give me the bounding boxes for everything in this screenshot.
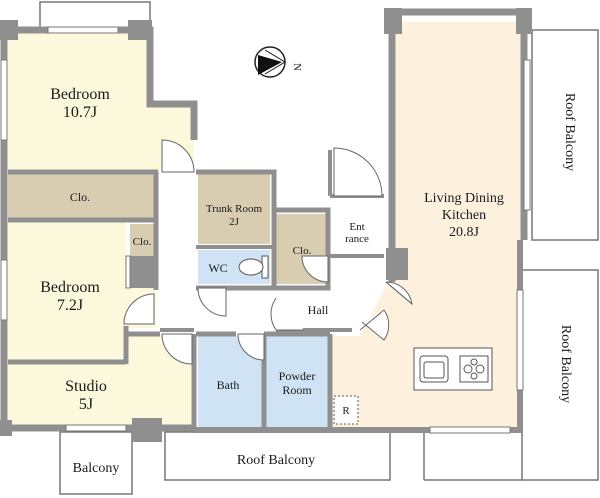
door-swing bbox=[237, 333, 265, 361]
wall-column bbox=[132, 418, 162, 442]
windows bbox=[0, 26, 531, 434]
right-top-balcony bbox=[531, 29, 599, 241]
compass-needle bbox=[258, 55, 282, 75]
burner bbox=[470, 358, 478, 366]
wall-column bbox=[126, 256, 158, 288]
compass-arrow bbox=[264, 49, 286, 75]
wall-column bbox=[516, 8, 532, 34]
closet-main-label: Clo. bbox=[70, 190, 90, 204]
bedroom-2-floor bbox=[8, 222, 156, 360]
entrance-label-2: rance bbox=[345, 233, 369, 245]
wall-column bbox=[0, 20, 18, 40]
toilet-bowl bbox=[238, 258, 264, 276]
wc-label: WC bbox=[208, 261, 227, 275]
door-swing bbox=[301, 255, 329, 283]
entrance-door-swing bbox=[333, 147, 383, 197]
closet-entry-label: Clo. bbox=[293, 245, 312, 257]
top-left-balcony bbox=[39, 1, 151, 31]
refrigerator-label: R bbox=[342, 405, 350, 417]
refrigerator-space bbox=[333, 395, 359, 425]
window bbox=[65, 424, 127, 432]
door-swing bbox=[270, 297, 304, 331]
hall-label: Hall bbox=[308, 303, 329, 317]
studio-size: 5J bbox=[79, 396, 93, 413]
door-swing bbox=[361, 309, 390, 341]
bedroom-2-name: Bedroom bbox=[40, 279, 100, 296]
balcony-right-bottom-label: Roof Balcony bbox=[558, 325, 573, 403]
doors bbox=[123, 139, 413, 365]
burner bbox=[470, 372, 478, 380]
room-labels: Bedroom 10.7J Clo. Clo. Bedroom 7.2J Stu… bbox=[40, 86, 504, 417]
burner bbox=[463, 364, 473, 374]
door-leaf bbox=[359, 309, 385, 331]
sliding-door bbox=[125, 255, 131, 289]
bedroom-1-name: Bedroom bbox=[50, 86, 110, 103]
bottom-left-balcony bbox=[59, 431, 133, 495]
wall-column bbox=[128, 20, 152, 40]
balcony-labels: Balcony Roof Balcony Roof Balcony Roof B… bbox=[73, 93, 577, 476]
window bbox=[0, 59, 8, 141]
wall-column bbox=[0, 420, 12, 436]
wall-column bbox=[386, 248, 408, 280]
entrance-label-1: Ent bbox=[349, 221, 364, 233]
studio-name: Studio bbox=[65, 378, 107, 395]
powder-room-floor bbox=[266, 336, 328, 428]
burner bbox=[475, 364, 485, 374]
window bbox=[516, 289, 524, 391]
balcony-bottom-left-label: Balcony bbox=[73, 461, 120, 476]
sink-basin bbox=[423, 361, 445, 379]
bath-label: Bath bbox=[217, 378, 240, 392]
closet-small-label: Clo. bbox=[133, 236, 152, 248]
wall-column bbox=[384, 8, 402, 34]
ldk-name-2: Kitchen bbox=[442, 208, 486, 223]
bedroom-2-size: 7.2J bbox=[57, 297, 83, 314]
partition bbox=[196, 169, 277, 291]
ldk-size: 20.8J bbox=[449, 225, 480, 240]
window bbox=[0, 259, 8, 321]
toilet-icon bbox=[238, 255, 269, 279]
door-swing bbox=[197, 287, 227, 317]
door-leaf bbox=[385, 281, 413, 305]
powder-room-label-1: Powder bbox=[279, 369, 316, 383]
studio-floor bbox=[8, 336, 194, 426]
trunk-room-size: 2J bbox=[229, 216, 240, 228]
kitchen-counter bbox=[413, 347, 493, 391]
partition bbox=[274, 207, 331, 291]
closet-main-floor bbox=[8, 174, 154, 218]
window bbox=[523, 59, 531, 211]
compass-label: N bbox=[291, 63, 303, 71]
window bbox=[47, 26, 119, 34]
stove-icon bbox=[459, 355, 489, 383]
ldk-name-1: Living Dining bbox=[424, 191, 504, 206]
compass: N bbox=[254, 46, 303, 78]
door-swing bbox=[123, 293, 155, 325]
closet-small-floor bbox=[130, 224, 154, 256]
powder-room-label-2: Room bbox=[282, 383, 312, 397]
window bbox=[429, 426, 511, 434]
trunk-room-name: Trunk Room bbox=[206, 203, 263, 215]
bedroom-1-size: 10.7J bbox=[63, 104, 97, 121]
trunk-room-floor bbox=[198, 174, 270, 244]
right-bottom-balcony bbox=[521, 269, 599, 481]
balcony-bottom-center-label: Roof Balcony bbox=[237, 453, 315, 468]
door-swing bbox=[161, 139, 195, 173]
door-swing bbox=[161, 333, 193, 365]
balcony-right-top-label: Roof Balcony bbox=[562, 93, 577, 171]
